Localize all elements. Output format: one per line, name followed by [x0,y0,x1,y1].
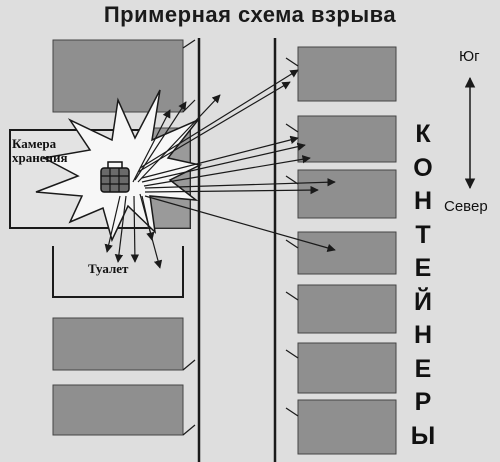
toilet-room [52,246,184,298]
blast-arrows [104,69,336,269]
south-label: Юг [459,48,480,65]
page-title: Примерная схема взрыва [103,2,397,27]
containers-label-letter: Р [414,388,432,416]
containers-label-letter: К [415,120,431,148]
containers-label-letter: Н [413,321,433,349]
container-block [297,342,397,394]
containers-label-letter: Й [414,287,432,316]
north-label: Север [444,198,488,215]
building-block [52,384,184,436]
containers-label-letter: Е [414,254,432,282]
container-block [297,115,397,163]
container-block [297,46,397,102]
container-block [297,169,397,219]
toilet-label: Туалет [88,261,129,276]
containers-label-letter: О [413,153,433,182]
storage-room-label: Камера хранения [12,136,68,165]
container-block [297,284,397,334]
containers-label-letter: Т [415,220,431,249]
luggage-icon [100,161,130,193]
containers-label-letter: Е [414,354,432,383]
container-block [297,399,397,455]
building-block [52,317,184,371]
explosion-burst [35,89,203,243]
container-block [297,231,397,275]
containers-label-letter: Н [413,187,433,215]
containers-label-letter: Ы [410,421,436,450]
